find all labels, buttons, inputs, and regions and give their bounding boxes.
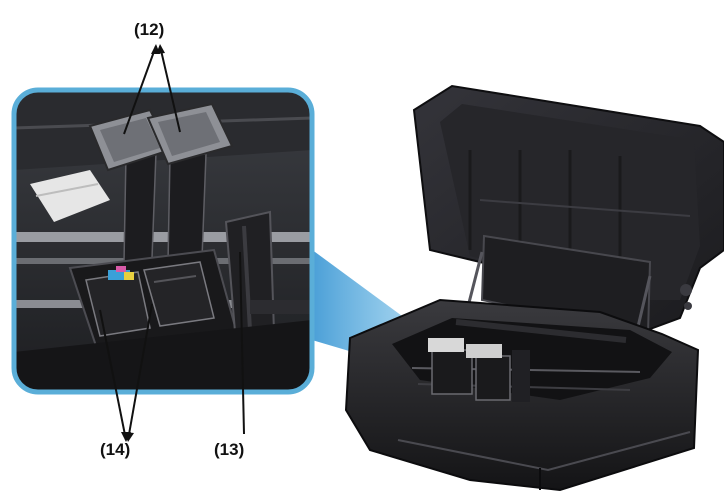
- closeup-inset: [11, 87, 315, 395]
- printer-carriage: [428, 338, 530, 402]
- leader-line-14b: [127, 303, 153, 441]
- printer: [344, 84, 724, 492]
- callout-12: (12): [134, 20, 165, 39]
- leader-line-12a: [123, 45, 157, 135]
- inset-frame: [11, 87, 315, 395]
- leader-line-13: [239, 251, 245, 435]
- leader-line-14a: [99, 309, 127, 441]
- callout-14: (14): [100, 440, 131, 459]
- callout-13: (13): [214, 440, 245, 459]
- leader-arrowheads: [121, 44, 165, 442]
- leader-lines: [99, 45, 245, 441]
- leader-line-12b: [159, 45, 181, 133]
